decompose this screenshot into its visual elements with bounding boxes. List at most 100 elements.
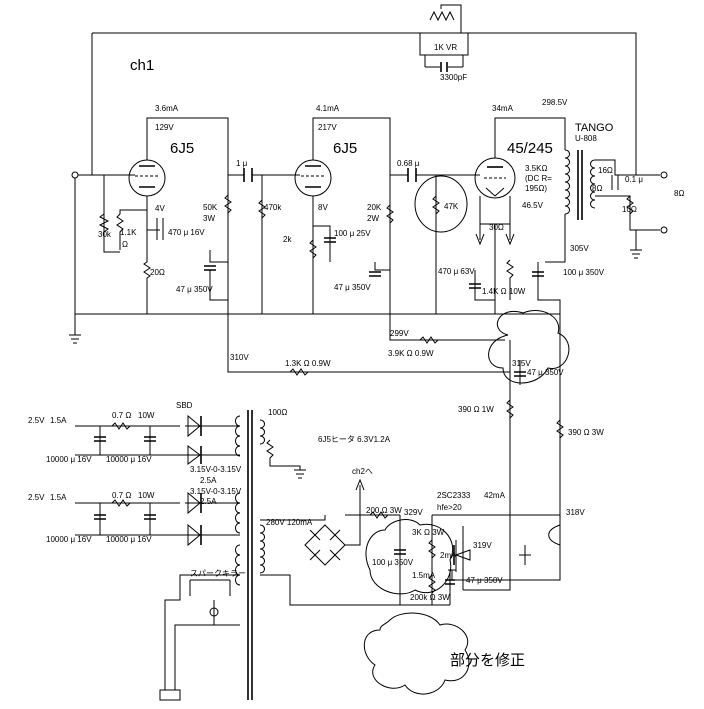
hfe-label: hfe>20 <box>437 503 462 512</box>
hv-label: 280V 120mA <box>266 518 313 527</box>
v318-label: 318V <box>566 508 585 517</box>
heater-label: 6J5ヒータ 6.3V1.2A <box>318 435 391 444</box>
note-cloud <box>363 612 470 695</box>
output-transformer <box>532 149 668 314</box>
coupling-stage-2 <box>390 168 480 314</box>
v-k1-label: 4V <box>155 204 165 213</box>
h2-c1-label: 10000 μ 16V <box>46 535 92 544</box>
q-label: 2SC2333 <box>437 491 471 500</box>
c-k3-label: 470 μ 63V <box>438 267 475 276</box>
h1-a-label: 1.5A <box>50 416 67 425</box>
tube-6j5-1 <box>116 117 232 314</box>
tube3-label: 45/245 <box>507 140 553 157</box>
r-3k-label: 3K Ω 3W <box>412 528 445 537</box>
fb-cap-label: 3300pF <box>440 73 467 82</box>
r-p1a-label: 50K <box>203 203 218 212</box>
input-section <box>69 171 560 344</box>
r-390a-label: 390 Ω 1W <box>458 405 494 414</box>
ot-dcr1: (DC R= <box>525 174 552 183</box>
r-hum-label: 30Ω <box>489 223 504 232</box>
r-15-label: 1.5mA <box>412 571 436 580</box>
v-329-label: 329V <box>404 508 423 517</box>
heater-supply-2 <box>75 491 241 547</box>
tap1a-label: 2.5A <box>200 476 217 485</box>
h1-rw-label: 10W <box>138 411 155 420</box>
i2ma-label: 2mA <box>440 551 457 560</box>
v-315-label: 315V <box>512 359 531 368</box>
c-315-label: 47 μ 350V <box>527 368 564 377</box>
c-dec2-label: 47 μ 350V <box>334 283 371 292</box>
sec-r-label: 10Ω <box>622 205 637 214</box>
c-b3-label: 100 μ 350V <box>563 268 605 277</box>
r-20-label: 20Ω <box>150 268 165 277</box>
v-k3-label: 46.5V <box>522 201 544 210</box>
v2-label: 217V <box>318 123 337 132</box>
out-label: 8Ω <box>674 189 684 198</box>
r-grid1-label: 30k <box>98 230 112 239</box>
r-g2-label: 470k <box>264 203 282 212</box>
tap2-label: 3.15V-0-3.15V <box>190 487 242 496</box>
h1-r-label: 0.7 Ω <box>112 411 131 420</box>
r-390b-label: 390 Ω 3W <box>568 428 604 437</box>
i2-label: 4.1mA <box>316 104 340 113</box>
tap1-label: 3.15V-0-3.15V <box>190 465 242 474</box>
h2-rw-label: 10W <box>138 491 155 500</box>
tap2a-label: 2.5A <box>200 497 217 506</box>
h2-a-label: 1.5A <box>50 493 67 502</box>
b-plus-line <box>227 310 570 515</box>
v1-label: 129V <box>155 123 174 132</box>
i42-label: 42mA <box>484 491 506 500</box>
r-k2-label: 2k <box>283 235 292 244</box>
v-299-label: 299V <box>390 329 409 338</box>
c-100-label: 100 μ 350V <box>372 558 414 567</box>
sec-c-label: 0.1 μ <box>625 175 643 184</box>
ot-model: U-808 <box>575 134 597 143</box>
ot-impedance: 3.5KΩ <box>525 164 547 173</box>
i1-label: 3.6mA <box>155 104 179 113</box>
c-dec1-label: 47 μ 350V <box>176 285 213 294</box>
h2-c2-label: 10000 μ 16V <box>106 535 152 544</box>
ot-dcr2: 195Ω) <box>525 184 547 193</box>
tube-45-245 <box>469 117 566 314</box>
r-p1b-label: 3W <box>203 214 215 223</box>
r-k1b-label: Ω <box>122 240 128 249</box>
sbd-label: SBD <box>176 401 193 410</box>
spark-label: スパークキラー <box>190 569 246 578</box>
feedback-loop <box>91 4 637 175</box>
note-text: 部分を修正 <box>450 652 525 669</box>
c1-label: 1 μ <box>236 159 248 168</box>
r-13-label: 1.3K Ω 0.9W <box>285 359 331 368</box>
v-k2-label: 8V <box>318 203 328 212</box>
r-200k-label: 200k Ω 3W <box>410 593 450 602</box>
v-310-label: 310V <box>230 353 249 362</box>
v319-label: 319V <box>473 541 492 550</box>
c47-label: 47 μ 350V <box>466 576 503 585</box>
h2-r-label: 0.7 Ω <box>112 491 131 500</box>
v-b3-label: 305V <box>570 244 589 253</box>
pot100-label: 100Ω <box>268 408 287 417</box>
r-g3-label: 47K <box>444 202 459 211</box>
h1-c2-label: 10000 μ 16V <box>106 455 152 464</box>
ot-name: TANGO <box>575 122 614 134</box>
h1-c1-label: 10000 μ 16V <box>46 455 92 464</box>
heater-supply-1 <box>75 414 306 479</box>
v3-label: 298.5V <box>542 98 568 107</box>
sec1-label: 16Ω <box>598 166 613 175</box>
tube1-label: 6J5 <box>170 140 194 157</box>
h1-v-label: 2.5V <box>28 416 45 425</box>
c-k2-label: 100 μ 25V <box>334 229 371 238</box>
tube2-label: 6J5 <box>333 140 357 157</box>
ch2-label: ch2へ <box>352 467 373 476</box>
ch1-title: ch1 <box>130 57 154 74</box>
c-k1-label: 470 μ 16V <box>168 228 205 237</box>
coupling-stage-1 <box>228 168 300 314</box>
hv-rectifier <box>260 478 560 606</box>
r-200-label: 200 Ω 3W <box>366 506 402 515</box>
r-k1a-label: 1.1K <box>120 228 137 237</box>
regulator-output <box>450 515 561 581</box>
vr-label: 1K VR <box>434 43 457 52</box>
c2-label: 0.68 μ <box>397 159 420 168</box>
r-p2b-label: 2W <box>367 214 379 223</box>
